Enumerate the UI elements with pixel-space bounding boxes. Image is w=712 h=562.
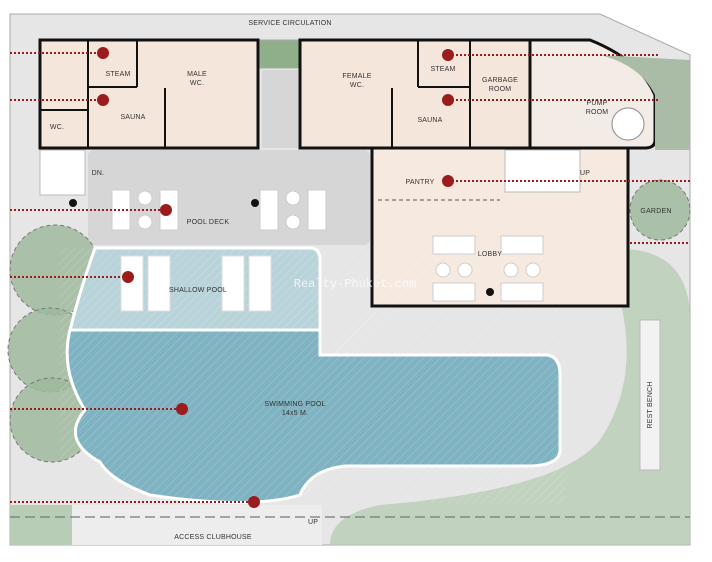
pump-tank bbox=[611, 107, 645, 141]
marker-pool-deck bbox=[160, 204, 172, 216]
label-shallow-pool: SHALLOW POOL bbox=[169, 287, 227, 294]
label-access-clubhouse: ACCESS CLUBHOUSE bbox=[174, 534, 252, 541]
interior-walls bbox=[40, 40, 531, 148]
landscape-green-bottom-left bbox=[10, 505, 72, 545]
marker-steam-female bbox=[442, 49, 454, 61]
marker-dots bbox=[97, 47, 454, 508]
label-sauna-female: SAUNA bbox=[417, 117, 442, 124]
deck-column bbox=[69, 199, 77, 207]
marker-pantry bbox=[442, 175, 454, 187]
deck-column bbox=[251, 199, 259, 207]
label-female-wc: FEMALE bbox=[342, 73, 371, 80]
female-block bbox=[298, 38, 532, 150]
label-up-access: UP bbox=[308, 519, 318, 526]
label-wc-small: WC. bbox=[50, 124, 64, 131]
rest-bench-path bbox=[639, 319, 661, 471]
label-service-circulation: SERVICE CIRCULATION bbox=[248, 20, 331, 27]
green-strip-top-right bbox=[600, 55, 690, 150]
label-lobby: LOBBY bbox=[478, 251, 502, 258]
label-up-stair: UP bbox=[580, 170, 590, 177]
label-steam-male: STEAM bbox=[105, 71, 130, 78]
label-swimming-pool: SWIMMING POOL bbox=[264, 401, 325, 408]
marker-sauna-male bbox=[97, 94, 109, 106]
corridor bbox=[262, 70, 298, 148]
planter-green bbox=[259, 39, 301, 69]
label-female-wc-2: WC. bbox=[350, 82, 364, 89]
label-dn: DN. bbox=[92, 170, 105, 177]
label-pump-room-2: ROOM bbox=[586, 109, 609, 116]
label-pool-size: 14x5 M. bbox=[282, 410, 308, 417]
marker-lines bbox=[10, 52, 690, 503]
watermark: Realty-Phuket.com bbox=[294, 277, 416, 291]
access-path bbox=[72, 505, 322, 545]
label-male-wc-2: WC. bbox=[190, 80, 204, 87]
stairs-down bbox=[39, 149, 86, 196]
label-pantry: PANTRY bbox=[406, 179, 435, 186]
marker-swimming-pool bbox=[176, 403, 188, 415]
label-pump-room: PUMP bbox=[586, 100, 607, 107]
deck-loungers bbox=[111, 189, 327, 231]
marker-shallow-pool bbox=[122, 271, 134, 283]
label-pool-deck: POOL DECK bbox=[187, 219, 230, 226]
shallow-loungers bbox=[120, 255, 272, 312]
label-sauna-male: SAUNA bbox=[120, 114, 145, 121]
landscape-green-right bbox=[330, 248, 690, 545]
label-male-wc: MALE bbox=[187, 71, 207, 78]
label-garbage-room-2: ROOM bbox=[489, 86, 512, 93]
marker-pool-edge bbox=[248, 496, 260, 508]
label-garbage-room: GARBAGE bbox=[482, 77, 518, 84]
marker-sauna-female bbox=[442, 94, 454, 106]
label-steam-female: STEAM bbox=[430, 66, 455, 73]
amenity-block bbox=[38, 38, 260, 150]
stairs-up bbox=[504, 149, 581, 193]
marker-steam-male bbox=[97, 47, 109, 59]
pool-hatch bbox=[60, 248, 565, 503]
label-rest-bench: REST BENCH bbox=[647, 382, 654, 429]
label-garden: GARDEN bbox=[640, 208, 671, 215]
